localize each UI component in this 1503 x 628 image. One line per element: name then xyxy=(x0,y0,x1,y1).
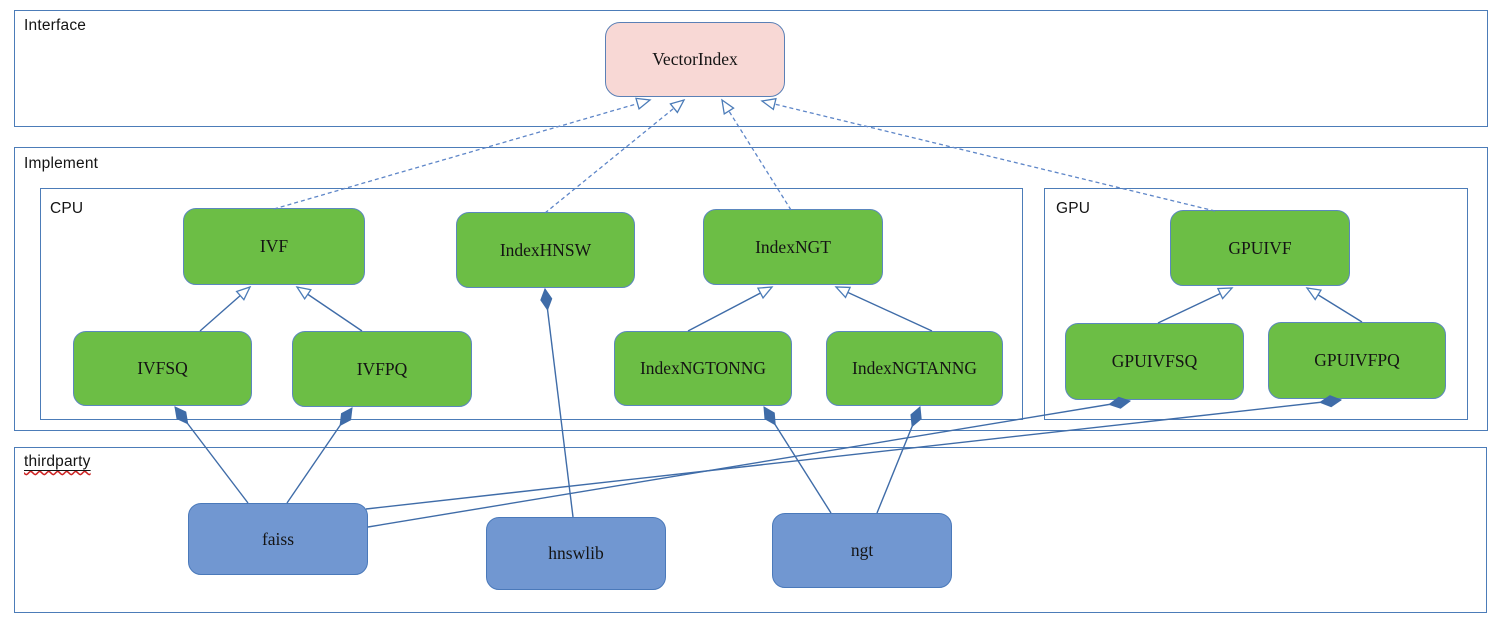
thirdparty-container-label: thirdparty xyxy=(24,453,91,470)
node-ivfsq: IVFSQ xyxy=(73,331,252,406)
node-indexngtonng: IndexNGTONNG xyxy=(614,331,792,406)
node-hnswlib: hnswlib xyxy=(486,517,666,590)
node-indexhnsw: IndexHNSW xyxy=(456,212,635,288)
node-ngt: ngt xyxy=(772,513,952,588)
gpu-container-label: GPU xyxy=(1056,200,1091,217)
node-faiss: faiss xyxy=(188,503,368,575)
node-gpuivf: GPUIVF xyxy=(1170,210,1350,286)
node-indexngtanng: IndexNGTANNG xyxy=(826,331,1003,406)
node-ivf: IVF xyxy=(183,208,365,285)
cpu-container-label: CPU xyxy=(50,200,84,217)
implement-container-label: Implement xyxy=(24,155,99,172)
node-indexngt: IndexNGT xyxy=(703,209,883,285)
node-gpuivfsq: GPUIVFSQ xyxy=(1065,323,1244,400)
node-gpuivfpq: GPUIVFPQ xyxy=(1268,322,1446,399)
node-vectorindex: VectorIndex xyxy=(605,22,785,97)
interface-container-label: Interface xyxy=(24,17,87,34)
node-ivfpq: IVFPQ xyxy=(292,331,472,407)
